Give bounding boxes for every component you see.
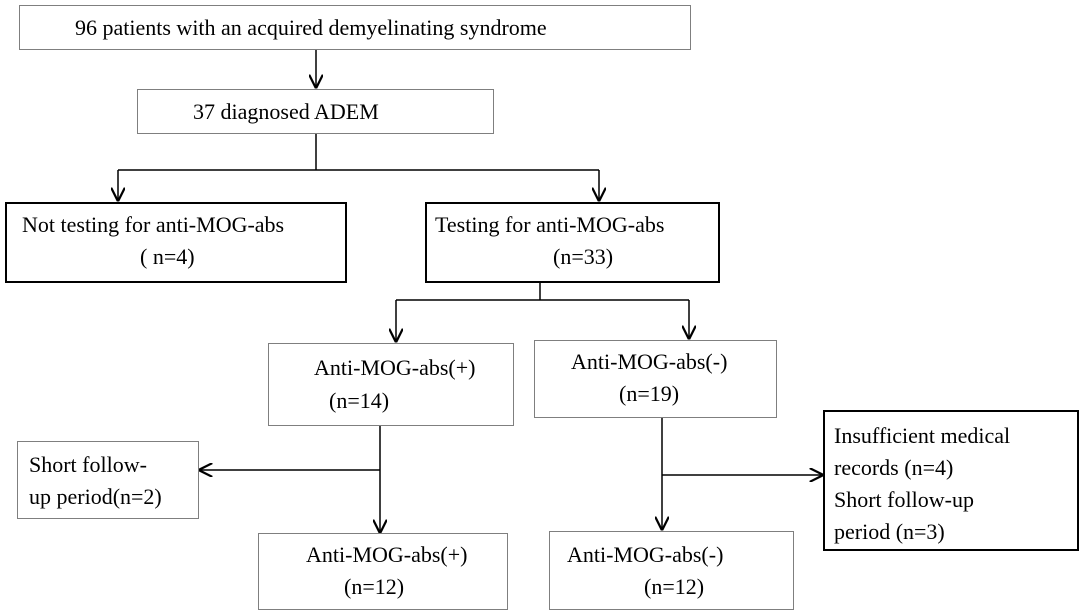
box-text: period (n=3) [834,519,945,544]
box-text: Anti-MOG-abs(-) [567,542,724,567]
box-text: Short follow-up [834,487,974,512]
box-adem: 37 diagnosed ADEM [137,89,494,134]
box-text: Anti-MOG-abs(-) [571,349,728,374]
box-text: (n=14) [329,388,390,413]
box-text: (n=12) [644,574,705,599]
box-mog-negative: Anti-MOG-abs(-) (n=19) [534,340,777,418]
box-text: Testing for anti-MOG-abs [435,212,665,237]
box-short-followup-left: Short follow- up period(n=2) [17,441,199,519]
box-text: (n=33) [553,244,614,269]
box-text: records (n=4) [834,455,954,480]
box-text: Short follow- [29,452,147,477]
box-text: Not testing for anti-MOG-abs [22,212,285,237]
box-mog-negative-final: Anti-MOG-abs(-) (n=12) [549,531,794,610]
box-excluded-right: Insufficient medical records (n=4) Short… [823,410,1079,551]
box-text: Anti-MOG-abs(+) [314,355,476,380]
box-text: up period(n=2) [29,484,162,509]
box-mog-positive-final: Anti-MOG-abs(+) (n=12) [258,533,508,610]
box-text: ( n=4) [140,244,195,269]
box-text: 96 patients with an acquired demyelinati… [75,15,547,40]
box-not-tested: Not testing for anti-MOG-abs ( n=4) [5,202,347,283]
box-total-patients: 96 patients with an acquired demyelinati… [19,5,691,50]
box-text: 37 diagnosed ADEM [193,99,379,124]
box-text: Insufficient medical [834,423,1011,448]
box-text: (n=12) [344,574,405,599]
box-mog-positive: Anti-MOG-abs(+) (n=14) [268,343,514,426]
box-text: (n=19) [619,381,680,406]
box-tested: Testing for anti-MOG-abs (n=33) [425,202,720,283]
box-text: Anti-MOG-abs(+) [306,542,468,567]
